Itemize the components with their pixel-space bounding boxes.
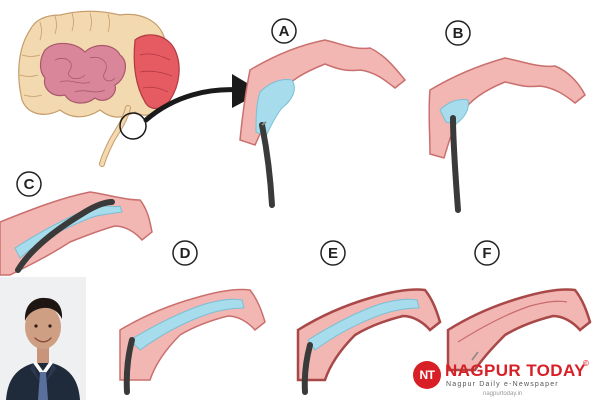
step-label-a: A [279,23,290,40]
panel-c: C [0,171,153,276]
brand-website: nagpurtoday.in [483,391,523,397]
nt-badge-logo: NT [413,361,441,389]
nagpur-today-logo: NT NAGPUR TODAY © Nagpur Daily e-Newspap… [413,357,600,400]
brand-name: NAGPUR TODAY [445,361,586,380]
brand-tagline: Nagpur Daily e-Newspaper [446,381,559,388]
panel-b: B [428,20,586,213]
panel-a: A [239,18,407,208]
panel-e: E [296,240,442,395]
registered-mark: © [583,359,589,368]
step-label-f: F [482,245,491,262]
step-label-d: D [180,245,191,262]
panel-f: F [446,240,592,372]
step-label-e: E [328,245,338,262]
step-label-c: C [24,176,35,193]
doctor-portrait-photo [0,277,86,400]
intestine-overview-illustration [18,10,262,167]
panel-d: D [119,240,266,395]
step-label-b: B [453,25,464,42]
